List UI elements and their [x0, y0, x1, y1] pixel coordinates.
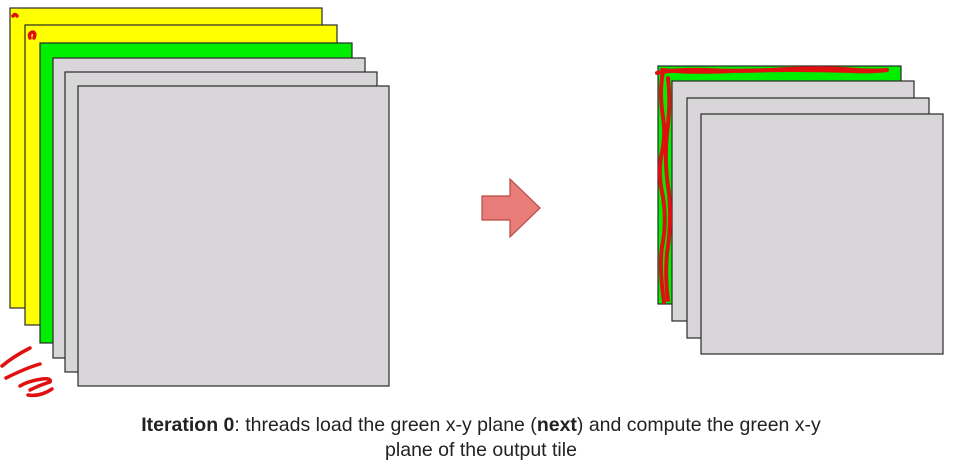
input-handwritten-marks — [0, 12, 54, 398]
caption-next-label: next — [536, 414, 577, 436]
caption-iteration-label: Iteration 0 — [141, 414, 235, 436]
output-left-edge-scribble-2 — [663, 76, 673, 302]
caption-text-part2: ) and compute the green x-y — [576, 414, 821, 436]
caption: Iteration 0: threads load the green x-y … — [60, 413, 902, 463]
input-scribble-2 — [4, 362, 42, 380]
input-corner-mark-1 — [11, 12, 19, 18]
output-left-edge-scribble — [657, 70, 667, 304]
input-plane-gray-3 — [77, 85, 390, 387]
output-plane-gray-3 — [700, 113, 944, 355]
output-tile-stack — [657, 65, 944, 355]
caption-text-part1: : threads load the green x-y plane ( — [234, 414, 537, 436]
caption-text-line2: plane of the output tile — [385, 439, 577, 461]
right-arrow-icon — [481, 177, 541, 239]
output-handwritten-marks — [655, 66, 889, 304]
input-corner-mark-2 — [27, 30, 37, 40]
input-tile-stack — [9, 7, 390, 387]
input-scribble-3 — [18, 377, 53, 392]
input-scribble-1 — [0, 346, 32, 368]
input-scribble-4 — [26, 387, 54, 398]
output-top-edge-scribble-2 — [660, 68, 888, 74]
